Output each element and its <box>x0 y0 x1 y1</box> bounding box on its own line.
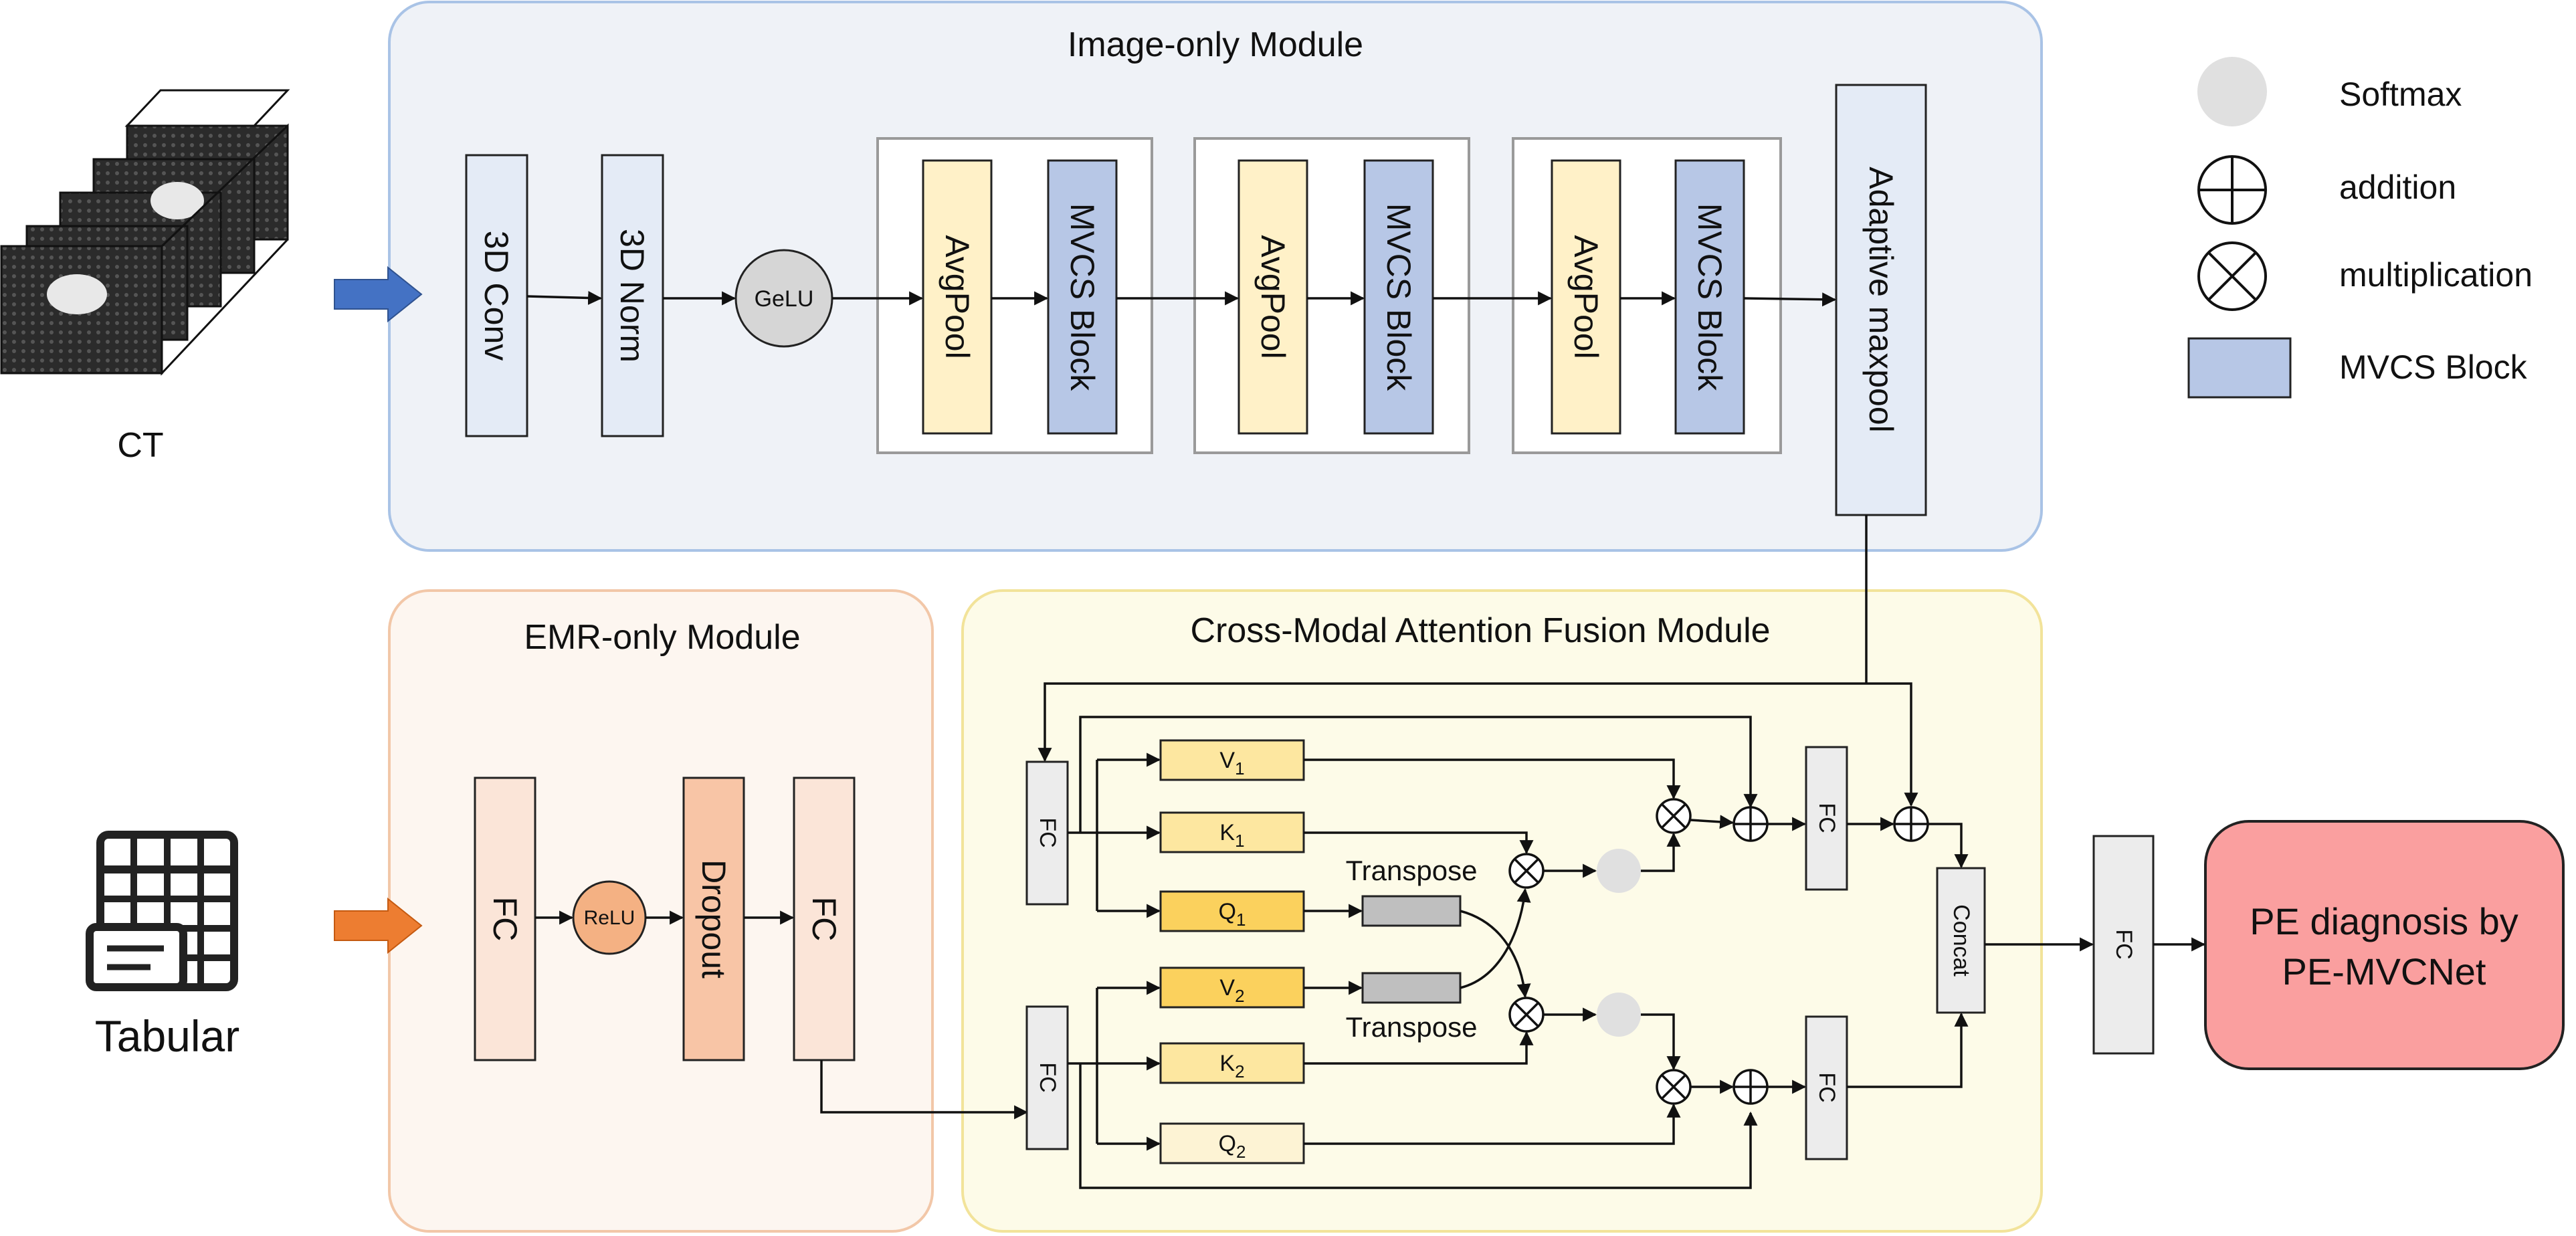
k1-box <box>1159 811 1305 853</box>
mvcs1-label: MVCS Block <box>1064 203 1101 392</box>
transpose2-box <box>1361 972 1462 1004</box>
avgpool3-label: AvgPool <box>1567 235 1605 358</box>
emr-fc2-block <box>793 777 856 1061</box>
fusion-fc-bottom-out-label: FC <box>1814 1072 1840 1102</box>
mul-attn-bottom-icon <box>1508 997 1545 1033</box>
k2-label: K2 <box>1219 1051 1244 1082</box>
wire-transpose2-cross <box>1460 888 1531 989</box>
dropout-label: Dropout <box>695 859 732 978</box>
k1-label: K1 <box>1219 820 1244 851</box>
ct-label: CT <box>117 426 163 465</box>
wire-mul-add-top <box>1690 815 1735 829</box>
transpose2-label: Transpose <box>1346 1011 1478 1043</box>
emr-fc1-label: FC <box>486 897 524 942</box>
concat-block <box>1936 867 1986 1014</box>
wire-k2-mul <box>1304 1031 1534 1065</box>
avgpool1-block <box>922 159 993 435</box>
emr-fc1-block <box>474 777 536 1061</box>
gelu-label: GeLU <box>755 286 814 312</box>
wire-add-concat <box>1928 823 1969 869</box>
fusion-fc-top-label: FC <box>1035 817 1060 847</box>
wire-v1-mul <box>1304 758 1681 800</box>
wire-q2-mul <box>1304 1103 1681 1145</box>
wire-fc-bottom-concat <box>1847 1012 1969 1088</box>
wire-softmax-mul-top <box>1641 832 1681 872</box>
legend-mvcs-block: MVCS Block <box>2339 348 2528 386</box>
emr-module-title: EMR-only Module <box>524 618 800 657</box>
ct-input-arrow <box>334 266 423 323</box>
fusion-fc-top <box>1025 760 1069 906</box>
wire-mvcs3-maxpool <box>1743 292 1837 307</box>
mvcs2-label: MVCS Block <box>1380 203 1417 392</box>
legend-mvcs-swatch <box>2187 337 2292 399</box>
output-fc-label: FC <box>2111 929 2137 959</box>
transpose1-label: Transpose <box>1346 855 1478 886</box>
fusion-fc-top-out <box>1805 746 1848 891</box>
fusion-fc-bottom <box>1025 1005 1069 1150</box>
mvcs3-label: MVCS Block <box>1691 203 1728 392</box>
norm3d-label: 3D Norm <box>613 229 651 363</box>
diagnosis-line2: PE-MVCNet <box>2282 950 2486 993</box>
avgpool2-label: AvgPool <box>1254 235 1292 358</box>
fusion-fc-bottom-label: FC <box>1035 1062 1060 1092</box>
mul-attn-top-icon <box>1508 853 1545 889</box>
conv3d-block <box>465 154 528 437</box>
mul-out-bottom-icon <box>1656 1069 1692 1105</box>
fusion-fc-top-out-label: FC <box>1814 803 1840 833</box>
norm3d-block <box>601 154 664 437</box>
avgpool1-label: AvgPool <box>938 235 976 358</box>
wire-top-residual <box>1079 716 1758 833</box>
v1-box <box>1159 739 1305 781</box>
conv3d-label: 3D Conv <box>478 231 515 361</box>
legend-softmax: Softmax <box>2339 76 2462 113</box>
softmax-circle-icon <box>2197 57 2267 126</box>
add-image-icon <box>1893 806 1929 842</box>
ct-slice-stack-icon <box>0 89 290 376</box>
fusion-module-title: Cross-Modal Attention Fusion Module <box>1190 611 1770 650</box>
mvcs3-block <box>1674 159 1745 435</box>
k2-box <box>1159 1042 1305 1084</box>
tabular-input-arrow <box>334 897 423 954</box>
wire-bottom-residual <box>1079 1063 1758 1189</box>
v2-label: V2 <box>1219 975 1244 1006</box>
softmax-top-node <box>1597 849 1641 893</box>
v1-label: V1 <box>1219 748 1244 779</box>
wire-image-to-add-top <box>1866 682 1918 807</box>
addition-icon <box>2197 155 2267 225</box>
q1-label: Q1 <box>1219 899 1246 930</box>
legend-multiplication: multiplication <box>2339 256 2533 294</box>
tabular-label: Tabular <box>95 1011 239 1061</box>
wire-k1-mul <box>1304 831 1534 855</box>
mul-out-top-icon <box>1656 798 1692 834</box>
legend-addition: addition <box>2339 169 2456 206</box>
wire-softmax-mul-bottom <box>1641 1013 1681 1071</box>
mvcs1-block <box>1047 159 1118 435</box>
add-bottom-icon <box>1732 1069 1769 1105</box>
wire-conv-norm <box>526 290 603 305</box>
multiplication-icon <box>2197 241 2267 311</box>
adaptive-maxpool-block <box>1835 84 1927 516</box>
add-top-icon <box>1732 806 1769 842</box>
concat-label: Concat <box>1949 904 1974 976</box>
image-module-title: Image-only Module <box>1068 25 1363 64</box>
diagnosis-line1: PE diagnosis by <box>2250 900 2518 942</box>
table-document-icon <box>86 831 238 991</box>
q1-box <box>1159 890 1305 932</box>
fusion-fc-bottom-out <box>1805 1015 1848 1160</box>
softmax-bottom-node <box>1597 993 1641 1037</box>
wire-image-to-fc-top <box>1037 682 1866 762</box>
wire-emr-to-fusion <box>820 1060 1029 1120</box>
relu-label: ReLU <box>584 907 635 929</box>
adaptive-maxpool-label: Adaptive maxpool <box>1862 167 1900 432</box>
transpose1-box <box>1361 895 1462 927</box>
emr-fc2-label: FC <box>805 897 843 942</box>
avgpool3-block <box>1551 159 1621 435</box>
q2-label: Q2 <box>1219 1131 1246 1162</box>
diagnosis-box <box>2204 820 2565 1070</box>
